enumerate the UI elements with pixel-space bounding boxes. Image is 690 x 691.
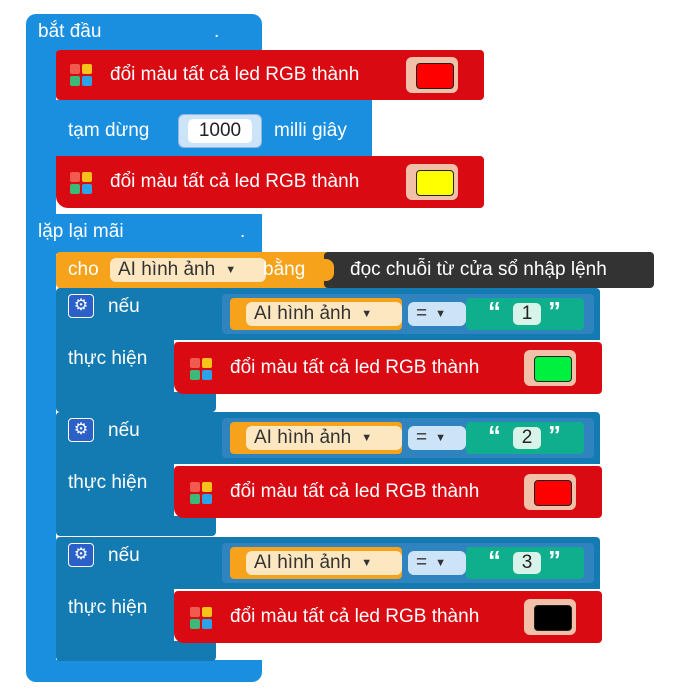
dropdown-caret-icon: ▼: [361, 308, 373, 320]
color-swatch[interactable]: [416, 170, 454, 196]
dropdown-caret-icon: ▼: [225, 264, 237, 276]
read-serial-notch: [324, 259, 334, 281]
open-quote: “: [488, 296, 501, 326]
variable-dropdown[interactable]: AI hình ảnh ▼: [110, 258, 266, 282]
dropdown-caret-icon: ▼: [435, 557, 446, 569]
led-block-label: đổi màu tất cả led RGB thành: [230, 357, 480, 378]
color-swatch[interactable]: [534, 605, 572, 631]
operator-dropdown[interactable]: =▼: [408, 426, 466, 450]
setup-block[interactable]: [26, 14, 262, 54]
operator-dropdown[interactable]: =▼: [408, 302, 466, 326]
setup-block-spine: [26, 40, 56, 214]
variable-dropdown[interactable]: AI hình ảnh ▼: [246, 426, 402, 450]
loop-block[interactable]: [26, 214, 262, 254]
text-literal-input[interactable]: 2: [513, 427, 541, 449]
if-block-footer: [56, 516, 216, 536]
color-picker[interactable]: [406, 164, 458, 200]
dropdown-caret-icon: ▼: [361, 432, 373, 444]
loop-block-footer: [26, 660, 262, 682]
operator-value: =: [416, 427, 428, 449]
if-block-footer: [56, 392, 216, 412]
rgb-grid-icon: [70, 172, 92, 194]
if-label: nếu: [108, 420, 140, 441]
close-quote: ”: [548, 420, 561, 450]
if-block-spine: [56, 585, 174, 649]
then-label: thực hiện: [68, 472, 148, 493]
if-block-spine: [56, 336, 174, 400]
led-block-label: đổi màu tất cả led RGB thành: [110, 171, 360, 192]
close-quote: ”: [548, 545, 561, 575]
led-block-label: đổi màu tất cả led RGB thành: [230, 606, 480, 627]
if-block-footer: [56, 641, 216, 661]
then-label: thực hiện: [68, 597, 148, 618]
variable-dropdown-value: AI hình ảnh: [118, 259, 216, 281]
open-quote: “: [488, 420, 501, 450]
setup-label: bắt đầu: [38, 21, 102, 42]
operator-value: =: [416, 552, 428, 574]
led-block-label: đổi màu tất cả led RGB thành: [110, 64, 360, 85]
dropdown-caret-icon: ▼: [435, 432, 446, 444]
color-swatch[interactable]: [534, 356, 572, 382]
text-literal-input[interactable]: 3: [513, 552, 541, 574]
led-block-label: đổi màu tất cả led RGB thành: [230, 481, 480, 502]
gear-icon[interactable]: ⚙: [68, 543, 94, 567]
assign-equals: bằng: [263, 259, 306, 280]
rgb-grid-icon: [190, 482, 212, 504]
variable-dropdown-value: AI hình ảnh: [254, 552, 352, 574]
rgb-grid-icon: [190, 358, 212, 380]
read-serial-label: đọc chuỗi từ cửa sổ nhập lệnh: [350, 259, 607, 280]
then-label: thực hiện: [68, 348, 148, 369]
pause-unit: milli giây: [274, 120, 347, 141]
gear-icon[interactable]: ⚙: [68, 294, 94, 318]
loop-label: lặp lại mãi: [38, 221, 124, 242]
text-literal-input[interactable]: 1: [513, 303, 541, 325]
gear-icon[interactable]: ⚙: [68, 418, 94, 442]
variable-dropdown[interactable]: AI hình ảnh ▼: [246, 302, 402, 326]
dropdown-caret-icon: ▼: [435, 308, 446, 320]
pause-label: tạm dừng: [68, 120, 150, 141]
assign-prefix: cho: [68, 259, 99, 280]
loop-dot: .: [240, 221, 246, 242]
color-swatch[interactable]: [534, 480, 572, 506]
variable-dropdown[interactable]: AI hình ảnh ▼: [246, 551, 402, 575]
dropdown-caret-icon: ▼: [361, 557, 373, 569]
if-label: nếu: [108, 296, 140, 317]
setup-dot: .: [214, 21, 220, 42]
close-quote: ”: [548, 296, 561, 326]
if-label: nếu: [108, 545, 140, 566]
variable-dropdown-value: AI hình ảnh: [254, 427, 352, 449]
color-picker[interactable]: [524, 474, 576, 510]
variable-dropdown-value: AI hình ảnh: [254, 303, 352, 325]
loop-block-spine: [26, 246, 56, 666]
color-picker[interactable]: [406, 57, 458, 93]
rgb-grid-icon: [70, 64, 92, 86]
operator-value: =: [416, 303, 428, 325]
operator-dropdown[interactable]: =▼: [408, 551, 466, 575]
if-block-spine: [56, 460, 174, 524]
read-serial-block[interactable]: [324, 252, 654, 288]
color-picker[interactable]: [524, 350, 576, 386]
rgb-grid-icon: [190, 607, 212, 629]
color-swatch[interactable]: [416, 63, 454, 89]
open-quote: “: [488, 545, 501, 575]
pause-value-input[interactable]: 1000: [188, 119, 252, 143]
color-picker[interactable]: [524, 599, 576, 635]
